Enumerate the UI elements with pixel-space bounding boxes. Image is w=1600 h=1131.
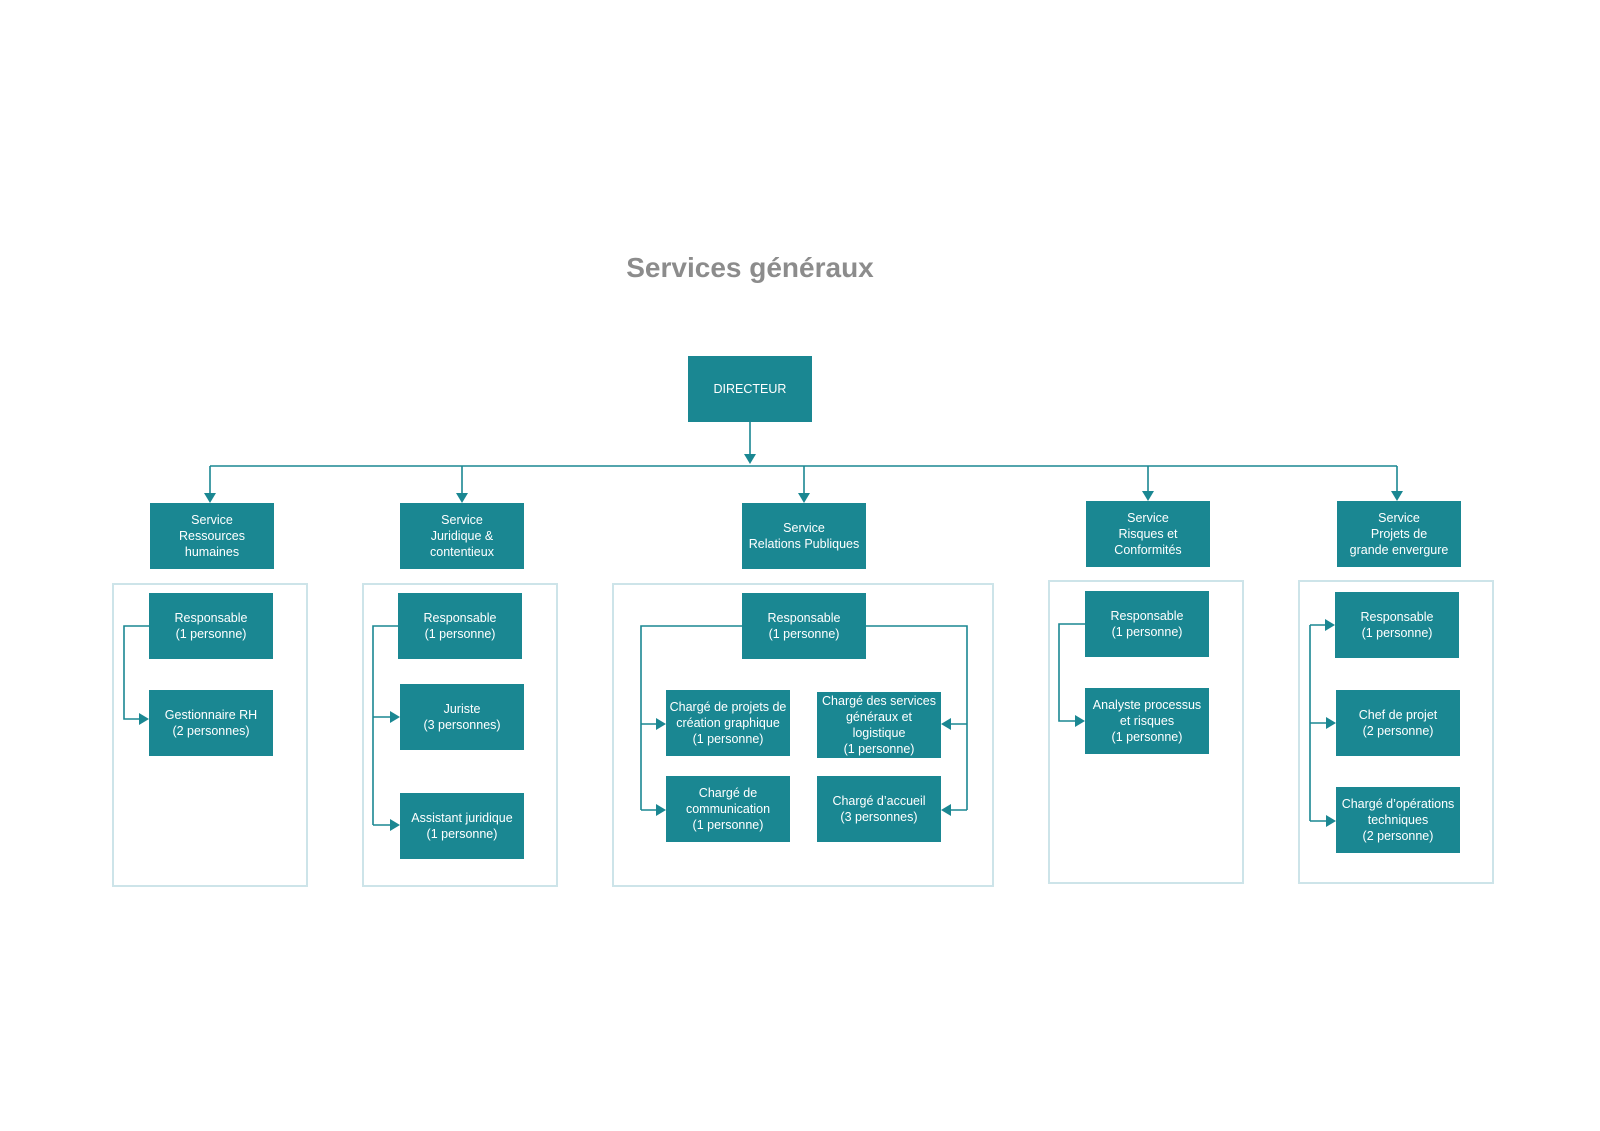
member-box: Chargé de communication (1 personne) — [666, 776, 790, 842]
page-title: Services généraux — [626, 252, 874, 283]
service-header-4: Service Projets de grande envergure — [1337, 501, 1461, 567]
service-arrow-icon-3 — [1142, 491, 1154, 501]
member-box: Chargé d’accueil (3 personnes) — [817, 776, 941, 842]
service-header-0: Service Ressources humaines — [150, 503, 274, 569]
member-box: Juriste (3 personnes) — [400, 684, 524, 750]
member-box: Chargé des services généraux et logistiq… — [817, 692, 941, 758]
service-header-3: Service Risques et Conformités — [1086, 501, 1210, 567]
service-header-2: Service Relations Publiques — [742, 503, 866, 569]
director-box: DIRECTEUR — [688, 356, 812, 422]
member-box: Assistant juridique (1 personne) — [400, 793, 524, 859]
responsable-box: Responsable (1 personne) — [742, 593, 866, 659]
service-arrow-icon-0 — [204, 493, 216, 503]
member-box: Chargé d’opérations techniques (2 person… — [1336, 787, 1460, 853]
service-arrow-icon-1 — [456, 493, 468, 503]
responsable-box: Responsable (1 personne) — [149, 593, 273, 659]
service-header-1: Service Juridique & contentieux — [400, 503, 524, 569]
member-box: Chargé de projets de création graphique … — [666, 690, 790, 756]
service-arrow-icon-2 — [798, 493, 810, 503]
responsable-box: Responsable (1 personne) — [1085, 591, 1209, 657]
member-box: Gestionnaire RH (2 personnes) — [149, 690, 273, 756]
director-arrow-icon — [744, 454, 756, 464]
responsable-box: Responsable (1 personne) — [1335, 592, 1459, 658]
member-box: Analyste processus et risques (1 personn… — [1085, 688, 1209, 754]
service-arrow-icon-4 — [1391, 491, 1403, 501]
member-box: Chef de projet (2 personne) — [1336, 690, 1460, 756]
responsable-box: Responsable (1 personne) — [398, 593, 522, 659]
